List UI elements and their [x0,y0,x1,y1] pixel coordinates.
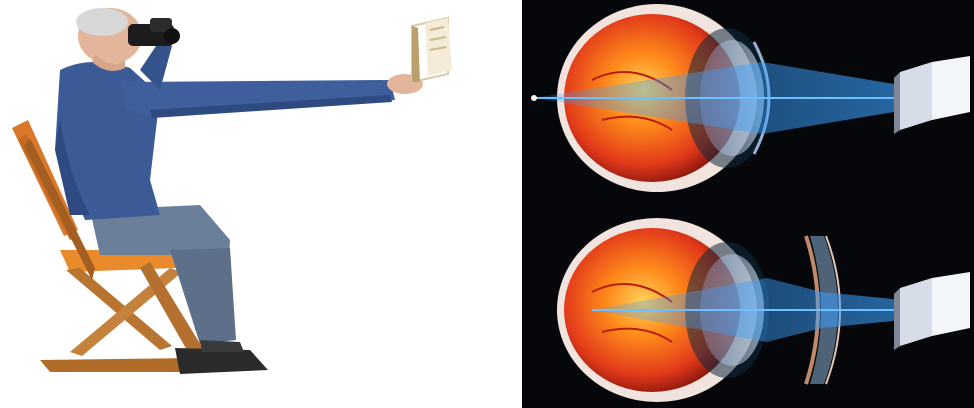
right-panel-eye-diagram [522,0,974,408]
eye-cross-section-illustration [522,0,974,408]
man-with-book-illustration [0,0,522,408]
book-icon-top [894,56,970,134]
left-panel-photo [0,0,522,408]
book-icon-bottom [894,272,970,350]
book-icon [412,18,452,82]
